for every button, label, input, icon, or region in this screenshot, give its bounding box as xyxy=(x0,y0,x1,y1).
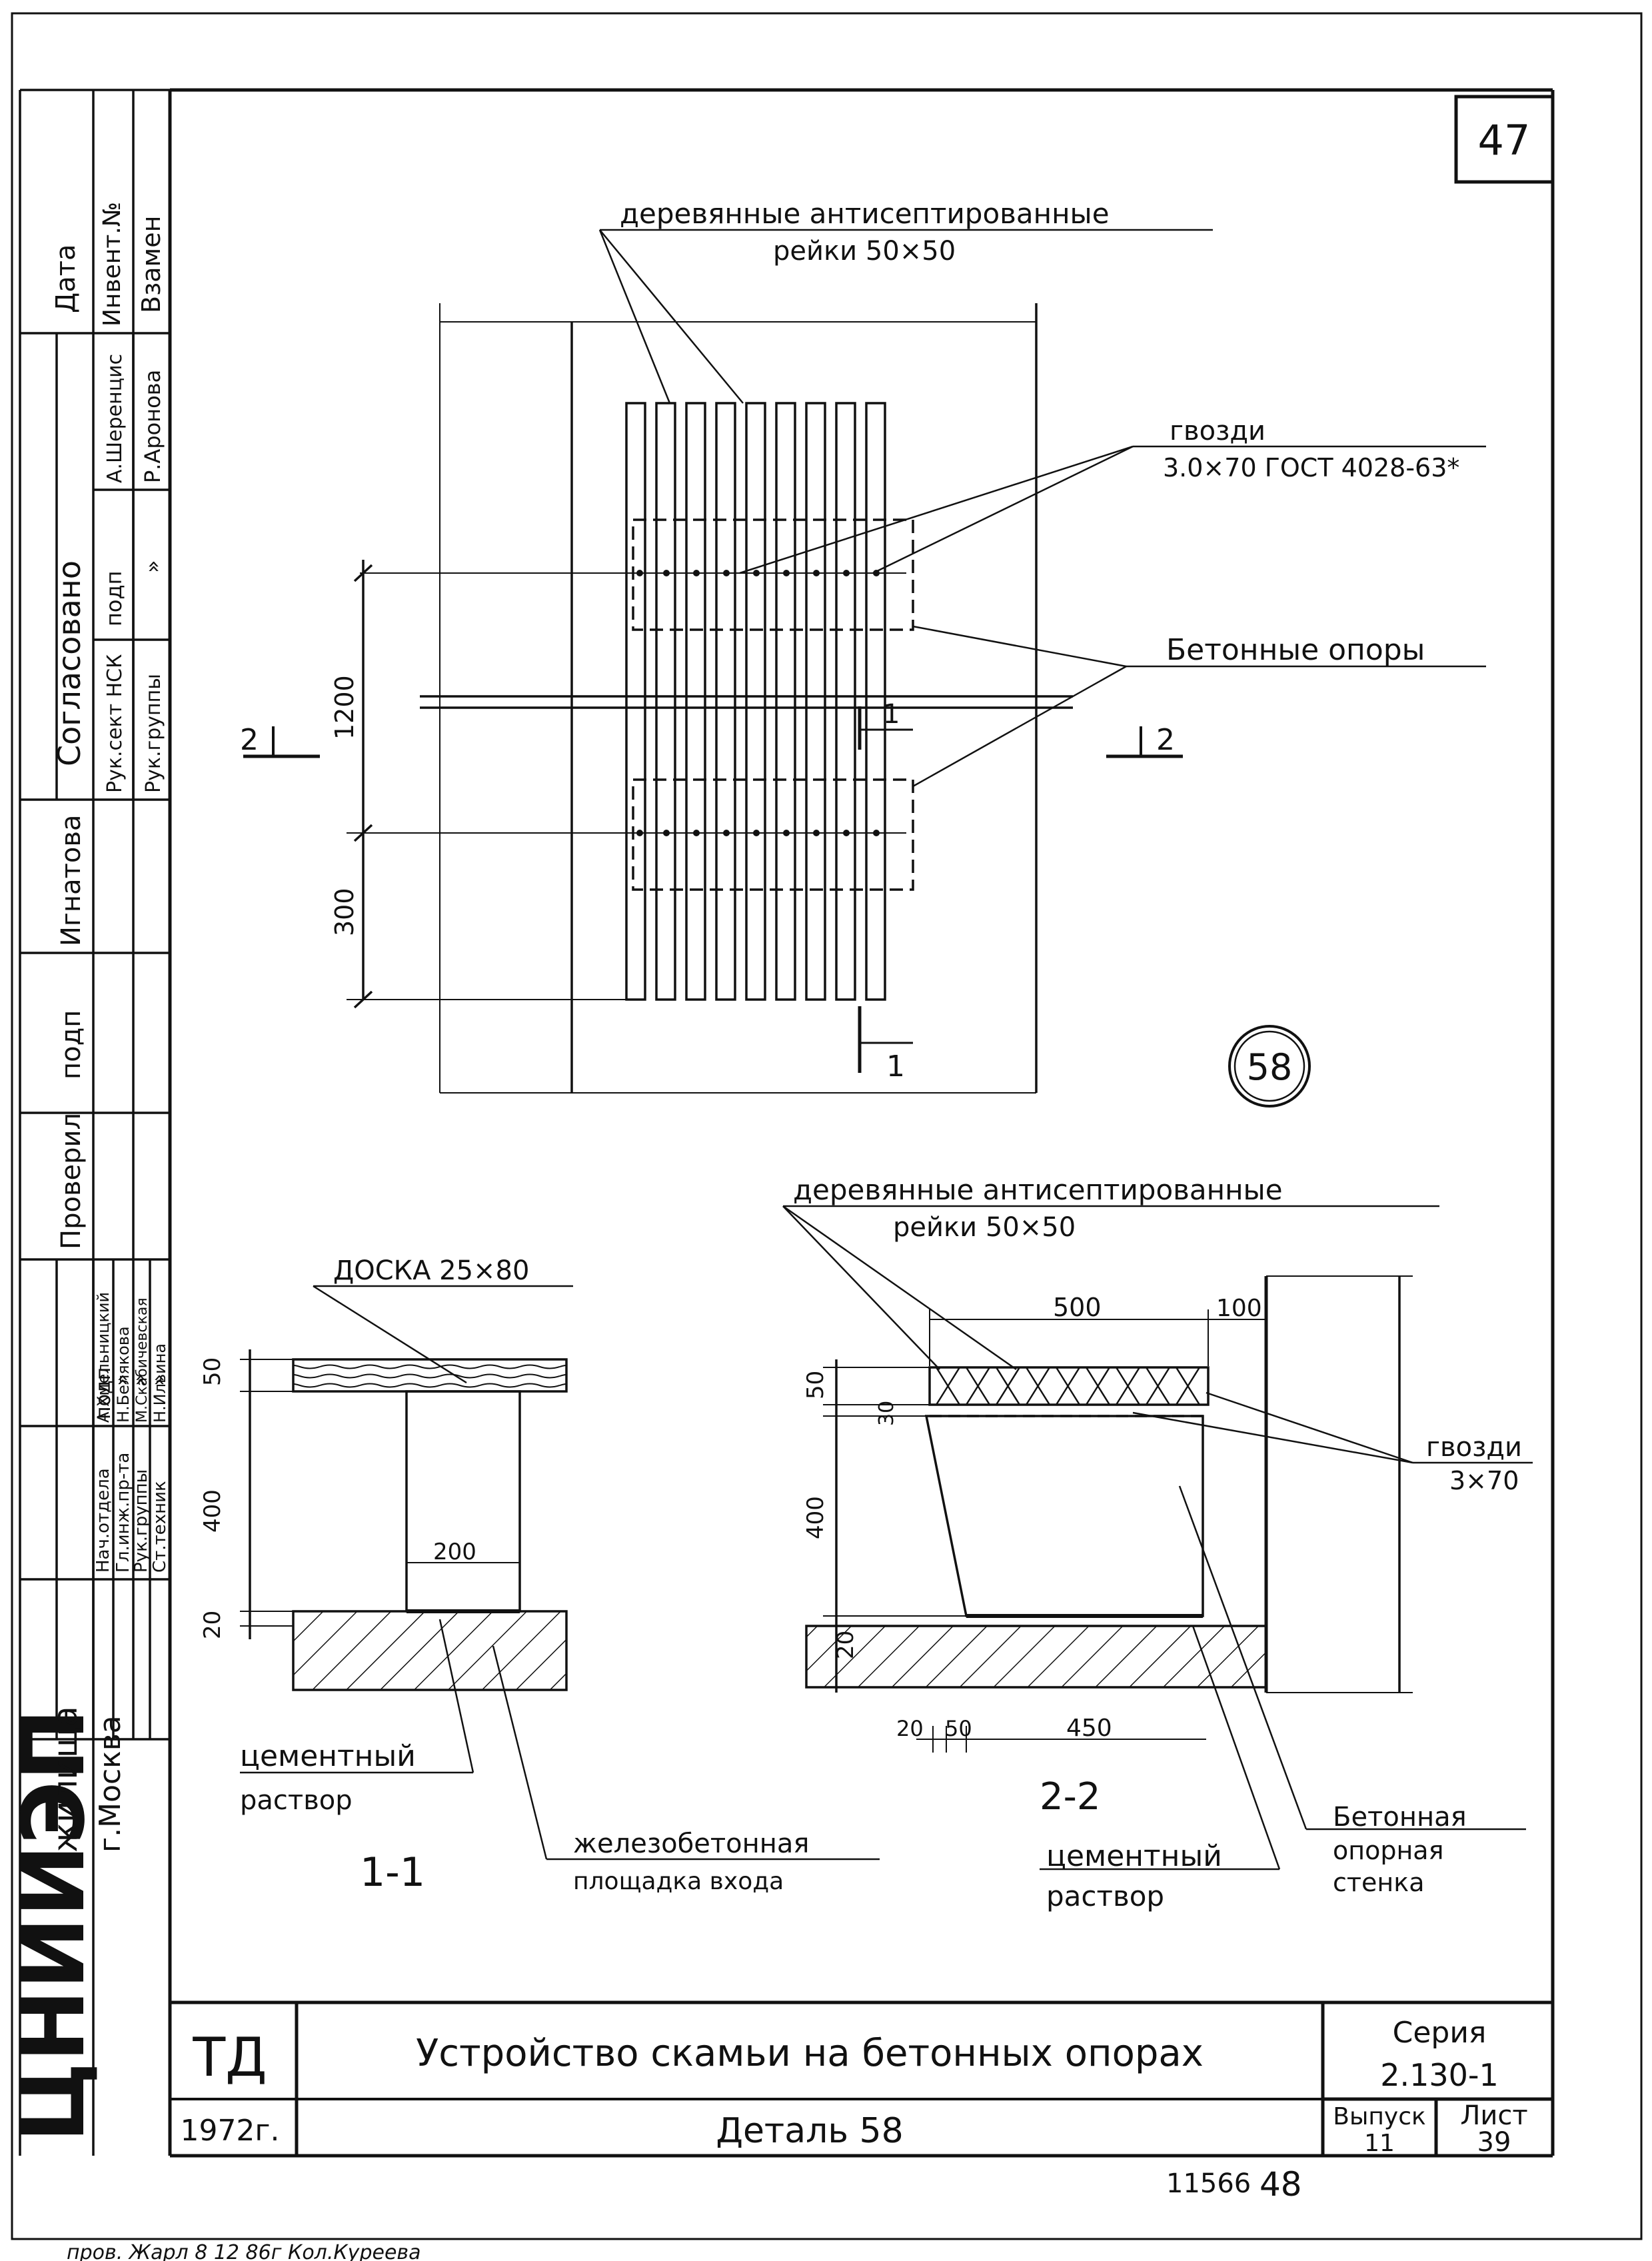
org-logo: ЦНИИЭП xyxy=(3,1709,104,2142)
plan-supports-label: Бетонные опоры xyxy=(1166,633,1425,667)
s1-title: 1-1 xyxy=(360,1849,425,1896)
s2-dim-20: 20 xyxy=(832,1631,859,1659)
plan-nail-dots xyxy=(636,570,880,836)
tb-subtitle: Деталь 58 xyxy=(716,2111,903,2151)
stamp-name-4: Н.Ильина xyxy=(151,1343,169,1423)
support-top xyxy=(632,518,914,631)
plan-labels: деревянные антисептированные рейки 50×50… xyxy=(240,197,1459,1088)
tb-year: 1972г. xyxy=(180,2114,279,2148)
s2-wall-line1: Бетонная xyxy=(1333,1802,1467,1833)
s2-dim-100: 100 xyxy=(1216,1295,1262,1322)
tb-series-value: 2.130-1 xyxy=(1380,2057,1499,2093)
s1-mortar-line1: цементный xyxy=(240,1739,416,1773)
stamp-sign-4: » xyxy=(147,1374,171,1386)
stamp-role-1: Нач.отдела xyxy=(93,1468,113,1573)
s2-dim-450: 450 xyxy=(1066,1715,1112,1742)
section-2-2 xyxy=(782,1205,1533,1871)
stamp-sign-1: подп xyxy=(92,1367,115,1419)
plan-nails-line1: гвозди xyxy=(1170,416,1265,446)
stamp-role-4: Ст.техник xyxy=(150,1481,170,1573)
s1-platform-line2: площадка входа xyxy=(573,1868,784,1895)
stamp-row-b-name: Р.Аронова xyxy=(140,370,165,483)
s2-mortar-line1: цементный xyxy=(1046,1839,1222,1873)
s2-dim-500: 500 xyxy=(1053,1293,1102,1322)
plan-cut1-top: 1 xyxy=(883,699,900,730)
s2-dim-30: 30 xyxy=(875,1401,898,1426)
org-city: г.Москва xyxy=(93,1715,127,1853)
s2-dim-50b: 50 xyxy=(945,1716,972,1741)
stamp-inventory: Инвент.№ xyxy=(99,202,126,327)
s2-slats-line1: деревянные антисептированные xyxy=(793,1173,1283,1206)
stamp-row-a-sign: подп xyxy=(101,570,127,626)
tb-title: Устройство скамьи на бетонных опорах xyxy=(416,2032,1204,2075)
s1-dim-200: 200 xyxy=(433,1539,476,1565)
plan-slats-line1: деревянные антисептированные xyxy=(620,197,1110,230)
stamp-sign-3: » xyxy=(129,1374,152,1386)
bottom-number: 11566 xyxy=(1166,2168,1251,2199)
stamp-role-3: Рук.группы xyxy=(131,1469,151,1573)
stamp-row-a-role: Рук.сект НСК xyxy=(103,654,127,793)
side-stamp-text: Дата Инвент.№ Взамен Согласовано Рук.сек… xyxy=(3,202,171,2142)
stamp-podp: подп xyxy=(56,1010,87,1080)
stamp-date: Дата xyxy=(51,244,81,313)
slat-group xyxy=(625,402,886,1001)
tb-series-label: Серия xyxy=(1393,2016,1487,2050)
side-stamp xyxy=(19,89,170,2156)
stamp-row-b-role: Рук.группы xyxy=(142,674,165,793)
tb-issue-value: 11 xyxy=(1364,2130,1395,2157)
bottom-number-2: 48 xyxy=(1259,2165,1302,2204)
stamp-name-2: Н.Белякова xyxy=(114,1326,133,1423)
tb-sheet-value: 39 xyxy=(1477,2127,1511,2158)
s2-dim-400: 400 xyxy=(802,1496,829,1539)
tb-code: ТД xyxy=(192,2026,267,2088)
stamp-name-1: А.Хмельницкий xyxy=(94,1292,113,1423)
plan-dim-300: 300 xyxy=(330,888,359,936)
plan-nails-line2: 3.0×70 ГОСТ 4028-63* xyxy=(1163,453,1459,482)
detail-number: 58 xyxy=(1247,1046,1293,1088)
stamp-role-2: Гл.инж.пр-та xyxy=(113,1453,133,1573)
tb-sheet-label: Лист xyxy=(1460,2100,1527,2131)
s2-dim-50: 50 xyxy=(802,1371,829,1399)
org-housing: жилища xyxy=(46,1706,85,1853)
board-label: ДОСКА 25×80 xyxy=(333,1255,529,1286)
s1-dim-400: 400 xyxy=(199,1489,226,1533)
stamp-agreed: Согласовано xyxy=(51,560,87,766)
s1-dim-20: 20 xyxy=(199,1611,226,1639)
plan-cut1-bottom: 1 xyxy=(886,1050,905,1084)
s2-nails-line1: гвозди xyxy=(1426,1432,1522,1463)
s2-wall-line3: стенка xyxy=(1333,1868,1425,1897)
section-1-1 xyxy=(240,1285,880,1861)
footer-handwriting: пров. Жарл 8 12 86г Кол.Куреева xyxy=(67,2241,420,2261)
s2-dim-20b: 20 xyxy=(896,1716,924,1741)
section-2-2-labels: деревянные антисептированные рейки 50×50… xyxy=(793,1173,1522,1912)
tb-issue-label: Выпуск xyxy=(1333,2103,1426,2130)
plan-cut2-left: 2 xyxy=(240,723,259,757)
s2-mortar-line2: раствор xyxy=(1046,1880,1164,1912)
section-1-1-labels: ДОСКА 25×80 50 400 200 20 цементный раст… xyxy=(199,1255,810,1896)
sheet-frame xyxy=(11,12,1643,2240)
s2-slats-line2: рейки 50×50 xyxy=(893,1212,1076,1243)
s2-title: 2-2 xyxy=(1040,1775,1100,1819)
stamp-checked: Проверил xyxy=(56,1113,87,1249)
plan-cut2-right: 2 xyxy=(1156,723,1175,757)
title-block xyxy=(170,2000,1553,2156)
stamp-name-3: М.Скабичевская xyxy=(134,1297,151,1423)
stamp-sign-2: » xyxy=(111,1374,134,1386)
stamp-replaces: Взамен xyxy=(137,216,166,313)
support-bottom xyxy=(632,778,914,891)
sheet-corner-number: 47 xyxy=(1478,116,1531,165)
s2-wall-line2: опорная xyxy=(1333,1836,1443,1865)
plan-view xyxy=(243,229,1486,1108)
title-block-text: ТД 1972г. Устройство скамьи на бетонных … xyxy=(180,2016,1527,2158)
stamp-row-a-name: А.Шеренцис xyxy=(103,354,127,483)
s1-platform-line1: железобетонная xyxy=(573,1829,810,1859)
s1-mortar-line2: раствор xyxy=(240,1785,353,1816)
plan-slats-line2: рейки 50×50 xyxy=(773,236,956,267)
s2-nails-line2: 3×70 xyxy=(1449,1466,1519,1495)
stamp-ignatova: Игнатова xyxy=(56,815,87,946)
stamp-row-b-sign: » xyxy=(140,560,165,573)
s1-dim-50: 50 xyxy=(199,1357,226,1386)
plan-dim-1200: 1200 xyxy=(330,675,359,740)
